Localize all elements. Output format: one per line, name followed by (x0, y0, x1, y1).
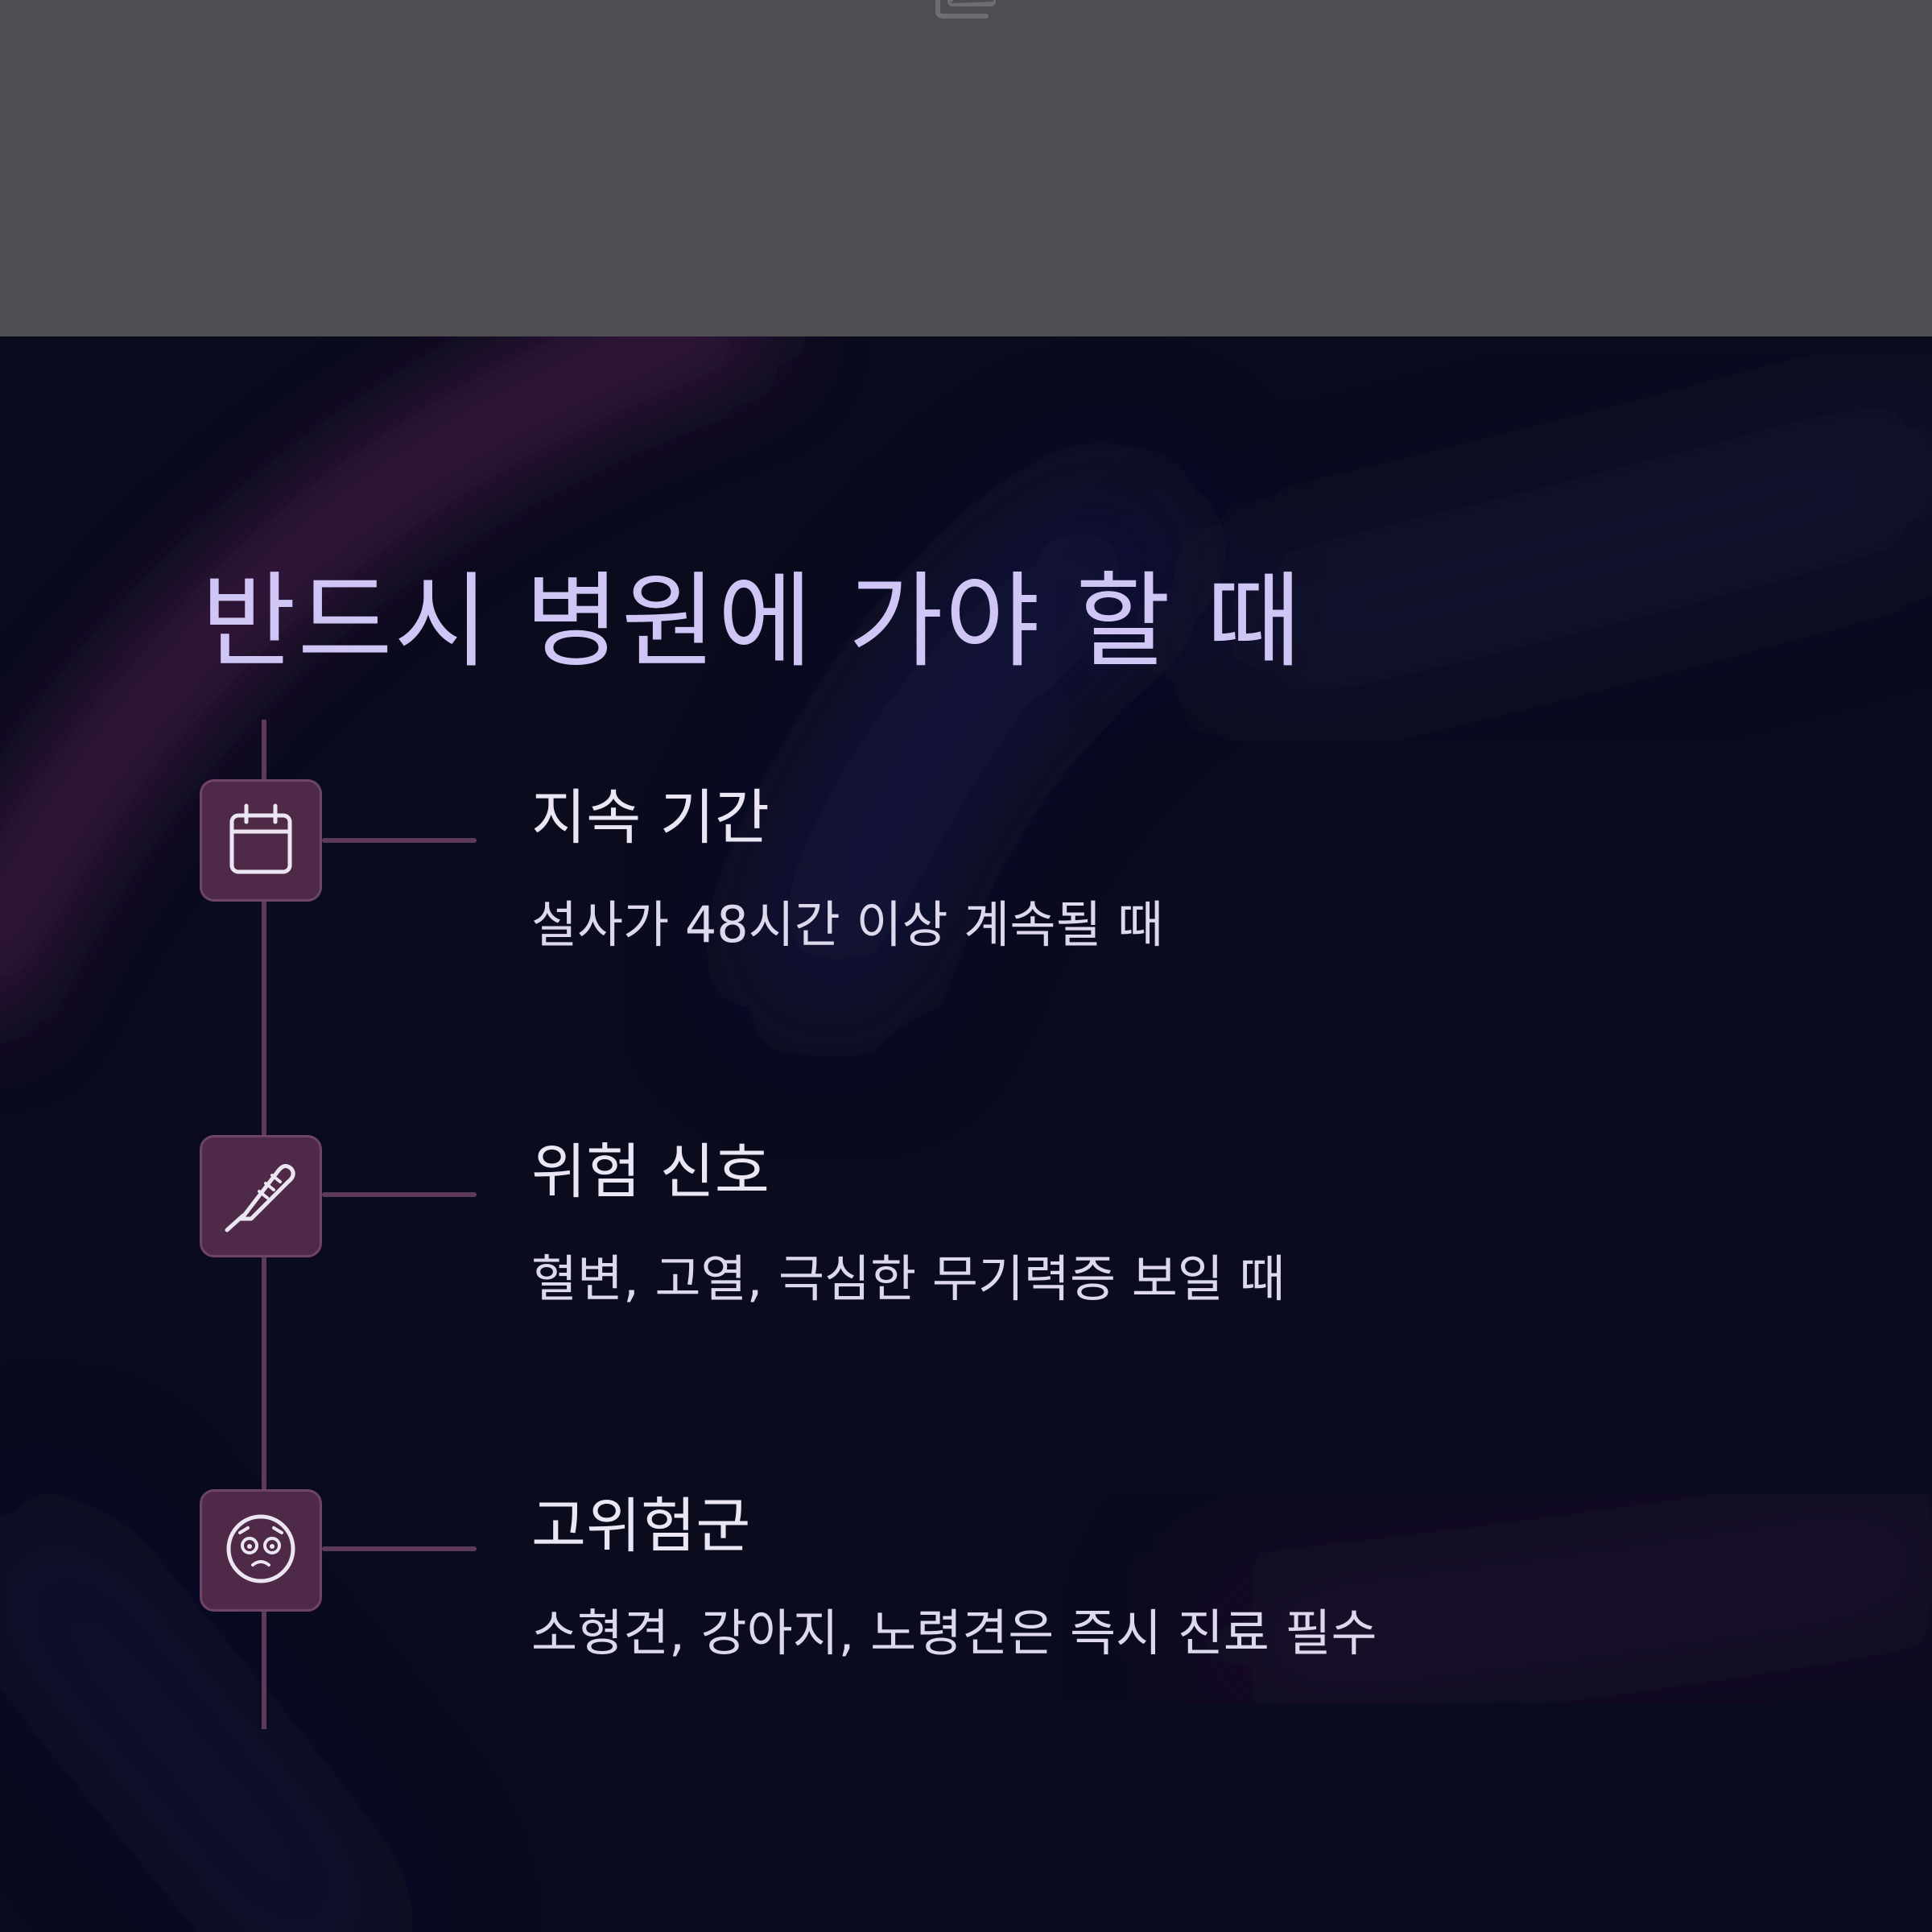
slide: 반드시 병원에 가야 할 때 지속 기간 설사가 48시간 이상 계속될 때 (0, 336, 1932, 1932)
calendar-icon (227, 801, 295, 880)
connector-line (322, 1192, 477, 1197)
worried-face-icon (224, 1512, 298, 1589)
item-title: 지속 기간 (531, 783, 770, 852)
item-description: 설사가 48시간 이상 계속될 때 (531, 895, 1164, 954)
connector-line (322, 838, 477, 843)
item-description: 소형견, 강아지, 노령견은 즉시 진료 필수 (531, 1604, 1377, 1662)
icon-box (200, 1489, 322, 1612)
image-placeholder-icon (930, 0, 1002, 21)
item-title: 고위험군 (531, 1492, 751, 1561)
icon-box (200, 779, 322, 902)
slide-title: 반드시 병원에 가야 할 때 (201, 562, 1303, 682)
connector-line (322, 1546, 477, 1551)
icon-box (200, 1135, 322, 1257)
item-description: 혈변, 고열, 극심한 무기력증 보일 때 (531, 1249, 1286, 1308)
item-title: 위험 신호 (531, 1137, 770, 1207)
image-placeholder (0, 0, 1932, 336)
thermometer-icon (222, 1156, 299, 1236)
